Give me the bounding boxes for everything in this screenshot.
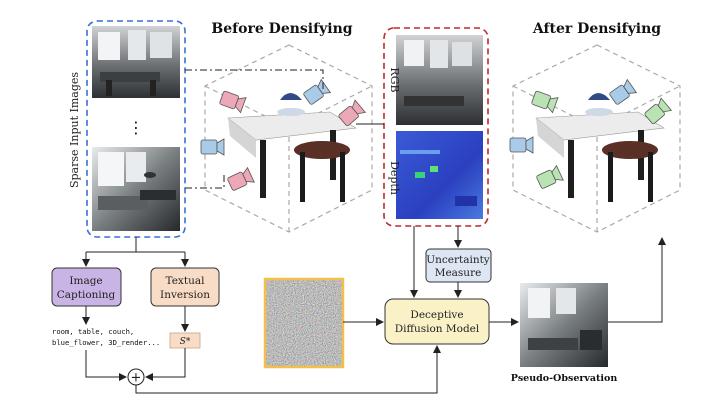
diffusion-model-label-line2: Diffusion Model: [395, 323, 480, 335]
token-s-star-label: S*: [180, 337, 191, 347]
pseudo-observation-image: [520, 283, 608, 367]
depth-render-image: [396, 131, 483, 219]
diffusion-model-label-line1: Deceptive: [410, 309, 463, 321]
camera-icon: [219, 90, 247, 114]
sparse-input-images-panel: ⋮ Sparse Input Images: [68, 20, 186, 238]
arrow-pseudo-to-after-scene: [608, 237, 666, 323]
uncertainty-measure-label-line2: Measure: [435, 267, 482, 279]
input-to-camera-connectors: [185, 69, 324, 189]
image-captioning-label-line2: Captioning: [57, 289, 116, 301]
after-scene-cube: [512, 44, 681, 233]
caption-text-line2: blue_flower, 3D_render...: [52, 338, 160, 347]
connector-top-image-to-camera: [185, 69, 324, 92]
camera-icon: [200, 138, 225, 156]
camera-icon: [303, 78, 332, 105]
camera-icon: [644, 97, 673, 125]
rgb-render-image: [396, 35, 483, 125]
arrow-token-to-plus: [145, 348, 186, 381]
after-scene-table: [535, 93, 665, 202]
noise-image: [263, 277, 345, 369]
before-scene-table: [227, 93, 357, 202]
input-images-ellipsis: ⋮: [128, 118, 144, 137]
sparse-input-images-label: Sparse Input Images: [68, 72, 81, 188]
input-image-bottom: [92, 147, 180, 231]
deceptive-diffusion-model-box: [384, 298, 490, 345]
arrow-text-to-plus: [85, 350, 127, 381]
uncertainty-measure-label-line1: Uncertainty: [426, 254, 490, 266]
depth-label: Depth: [388, 161, 401, 195]
arrow-plus-to-diffusion: [135, 345, 441, 394]
camera-icon: [531, 90, 559, 114]
after-densifying-title: After Densifying: [532, 21, 661, 37]
camera-icon: [536, 164, 564, 189]
flow-arrows: [82, 226, 666, 394]
image-captioning-label-line1: Image: [69, 275, 102, 287]
connector-bottom-image-to-camera: [185, 172, 225, 189]
camera-icon: [609, 78, 638, 105]
caption-text-line1: room, table, couch,: [52, 327, 134, 336]
camera-icon: [509, 136, 534, 154]
before-scene-cube: [204, 44, 373, 233]
pseudo-observation-label: Pseudo-Observation: [511, 373, 618, 384]
textual-inversion-label-line2: Inversion: [160, 289, 210, 301]
camera-icon: [227, 166, 255, 191]
render-dashed-border: [383, 27, 489, 227]
noise-image-border: [263, 277, 345, 369]
rendered-rgb-depth-panel: RGB Depth: [383, 27, 489, 227]
input-image-top: [92, 26, 180, 98]
textual-inversion-label-line1: Textual: [166, 275, 206, 287]
before-densifying-title: Before Densifying: [211, 21, 352, 37]
camera-icon: [338, 99, 367, 127]
rgb-label: RGB: [388, 67, 401, 92]
plus-symbol: +: [131, 371, 142, 386]
